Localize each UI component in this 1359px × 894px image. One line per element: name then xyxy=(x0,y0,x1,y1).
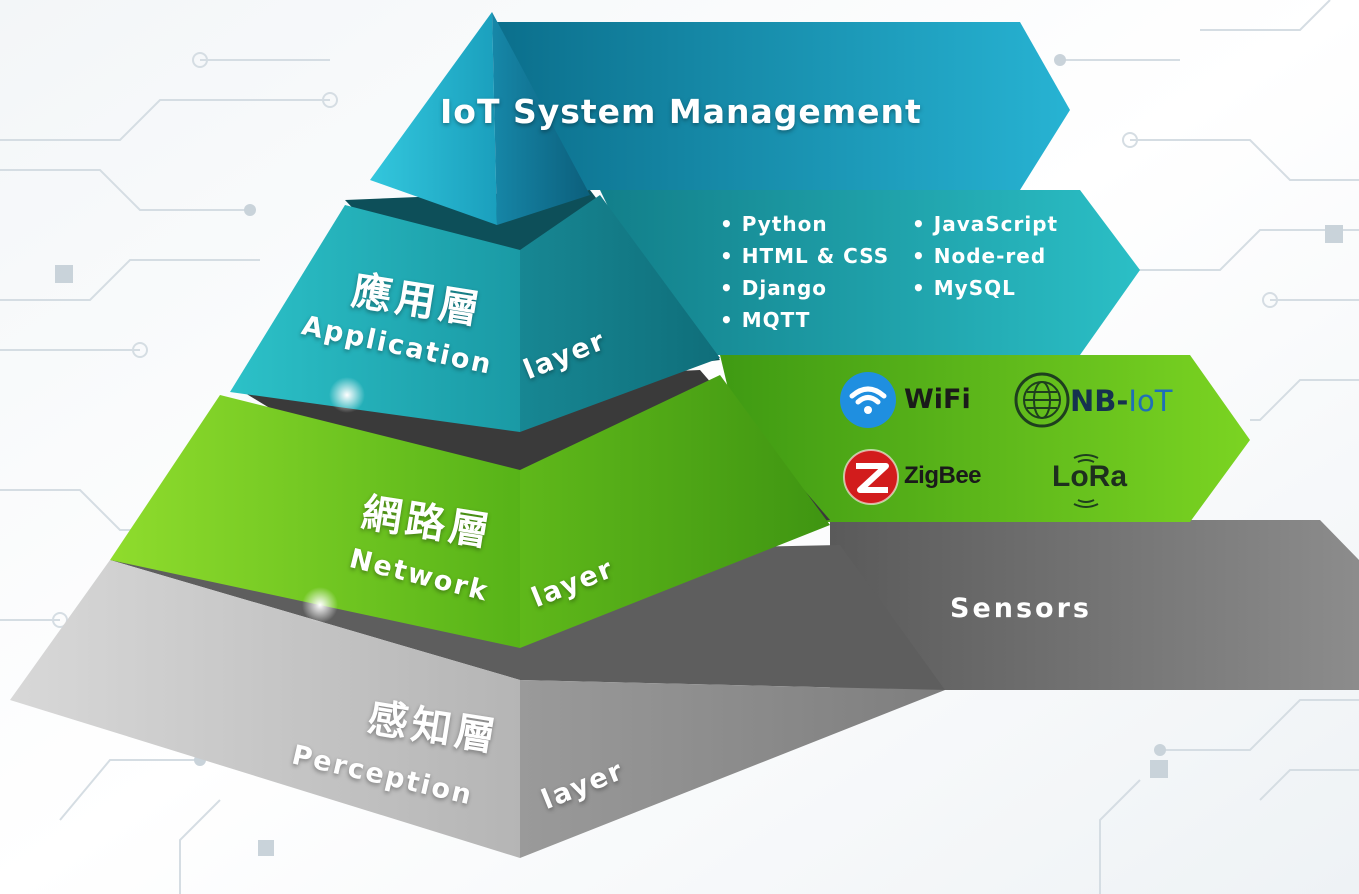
zigbee-logo xyxy=(842,448,900,506)
nbiot-label: NB-IoT xyxy=(1070,384,1172,418)
list-item: MySQL xyxy=(912,272,1058,304)
sensors-label: Sensors xyxy=(950,593,1092,624)
highlight-glow xyxy=(329,377,365,413)
lora-label: LoRa xyxy=(1052,460,1127,493)
management-banner xyxy=(495,22,1070,190)
zigbee-icon xyxy=(843,449,899,505)
list-item: JavaScript xyxy=(912,208,1058,240)
nbiot-logo xyxy=(1012,370,1072,430)
zigbee-label: ZigBee xyxy=(904,462,982,489)
nbiot-label-part-a: NB- xyxy=(1070,384,1129,418)
wifi-logo xyxy=(838,370,898,430)
list-item: HTML & CSS xyxy=(720,240,889,272)
wifi-label: WiFi xyxy=(904,384,971,415)
lora-icon xyxy=(1073,454,1099,508)
sensors-banner xyxy=(830,520,1359,690)
globe-icon xyxy=(1014,372,1070,428)
application-tools-list-right: JavaScript Node-red MySQL xyxy=(912,208,1058,304)
list-item: Python xyxy=(720,208,889,240)
application-tools-list-left: Python HTML & CSS Django MQTT xyxy=(720,208,889,336)
network-layer-left-face xyxy=(110,395,520,648)
list-item: Node-red xyxy=(912,240,1058,272)
application-layer-right-face xyxy=(520,195,720,432)
list-item: MQTT xyxy=(720,304,889,336)
top-layer-left-face xyxy=(370,12,497,225)
application-layer-left-face xyxy=(230,205,520,432)
top-layer-right-face xyxy=(492,12,590,225)
lora-logo xyxy=(1052,452,1152,512)
diagram-title: IoT System Management xyxy=(440,92,922,131)
perception-layer-left-face xyxy=(10,560,520,858)
nbiot-label-part-b: IoT xyxy=(1128,384,1173,418)
perception-layer-right-face xyxy=(520,680,945,858)
wifi-icon xyxy=(840,372,896,428)
network-layer-right-face xyxy=(520,375,830,648)
highlight-glow xyxy=(302,587,338,623)
list-item: Django xyxy=(720,272,889,304)
